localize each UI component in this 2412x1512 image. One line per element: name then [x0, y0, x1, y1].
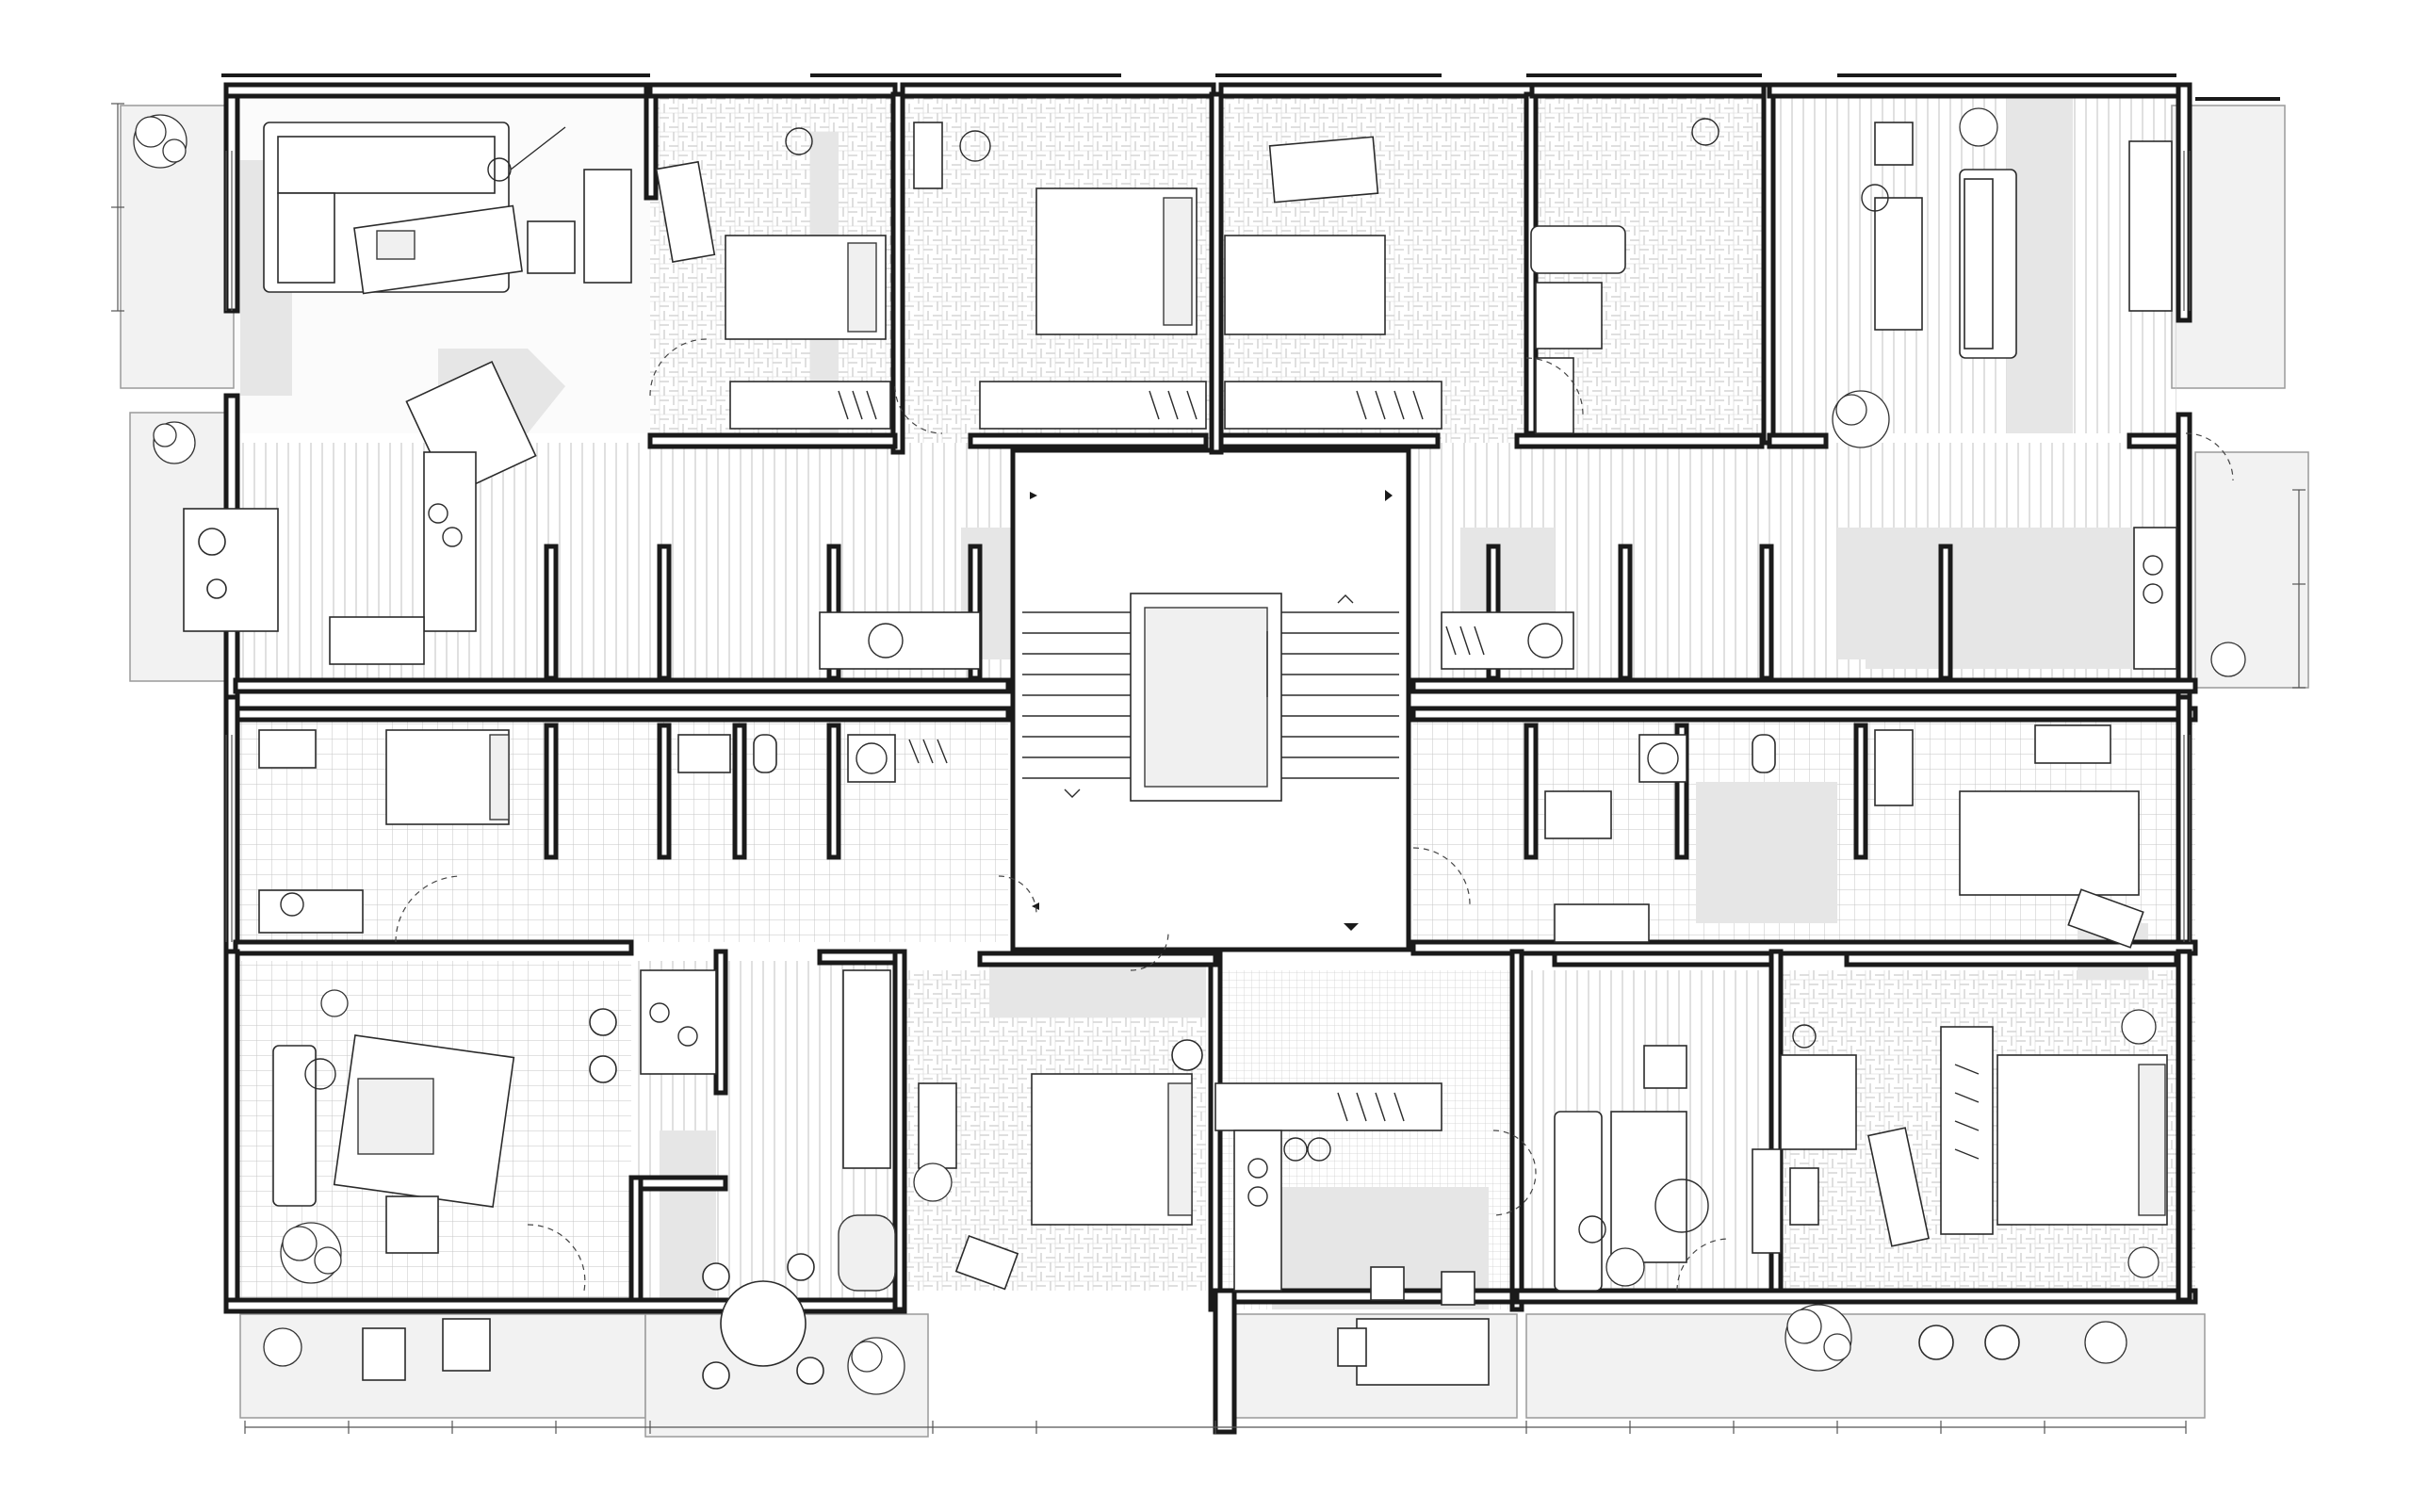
stair-core — [1010, 447, 1411, 952]
dimension-ticks — [111, 103, 2306, 1434]
table-icon — [1356, 1318, 1490, 1386]
wardrobe-icon — [1954, 1064, 1980, 1160]
kitchen-counter-icon — [1214, 1082, 1442, 1131]
wardrobe-icon — [908, 739, 948, 764]
plant-icon — [263, 1327, 302, 1367]
toilet-icon — [1752, 734, 1776, 773]
plant-icon — [2121, 1009, 2157, 1045]
kitchen-bottom-center — [1214, 1082, 1490, 1386]
bedroom-bottom — [913, 1039, 1203, 1291]
plant-icon — [1959, 107, 1998, 147]
bed-icon — [1959, 790, 2140, 896]
middle-left-rooms — [258, 729, 948, 934]
plant-icon — [2127, 1246, 2159, 1278]
plant-icon — [1785, 1304, 1852, 1372]
sofa-icon — [272, 1045, 317, 1207]
plant-icon — [320, 989, 349, 1017]
living-room-bottom-center — [1554, 1045, 1782, 1292]
bedroom-bottom-right — [1780, 1009, 2168, 1372]
sofa-icon — [1554, 1111, 1603, 1292]
wardrobe-icon — [1356, 390, 1424, 420]
bedrooms-top — [655, 118, 1719, 434]
sofa-icon — [1959, 169, 2017, 359]
bed-icon — [725, 235, 887, 340]
balcony-right-middle — [2194, 451, 2309, 689]
plant-icon — [847, 1337, 905, 1395]
kitchen-counter-icon — [640, 969, 717, 1075]
plant-icon — [1832, 390, 1890, 448]
plant-icon — [133, 114, 187, 169]
living-room-top-right — [1832, 107, 2246, 677]
wardrobe-icon — [1445, 626, 1485, 656]
plant-icon — [153, 421, 196, 464]
toilet-icon — [753, 734, 777, 773]
wardrobe-icon — [1149, 390, 1198, 420]
bathtub-icon — [1530, 225, 1626, 350]
wardrobe-icon — [838, 390, 877, 420]
kitchen-counter-icon — [423, 451, 477, 632]
table-icon — [1874, 197, 1923, 331]
table-icon — [353, 204, 523, 295]
walls — [221, 73, 2280, 1435]
kitchen-counter-icon — [2133, 527, 2177, 670]
table-icon — [720, 1280, 807, 1367]
living-room-bottom-left — [263, 969, 891, 1381]
plant-icon — [2084, 1321, 2127, 1364]
table-icon — [1610, 1111, 1687, 1263]
living-room-top-left — [133, 114, 632, 464]
bed-icon — [1035, 187, 1198, 335]
plant-icon — [1605, 1247, 1645, 1287]
balcony-dining — [702, 1214, 905, 1395]
bed-icon — [1224, 235, 1386, 335]
wardrobe-icon — [1337, 1092, 1405, 1122]
windows — [225, 151, 2191, 942]
door-arc-icon — [395, 338, 2234, 1292]
chair-icon — [527, 220, 576, 274]
bed-icon — [1996, 1054, 2168, 1226]
plant-icon — [280, 1222, 342, 1284]
bed-icon — [1031, 1073, 1193, 1226]
bed-icon — [385, 729, 510, 825]
dining-left — [183, 360, 981, 670]
middle-right-rooms — [1441, 527, 2177, 949]
plant-icon — [913, 1162, 953, 1202]
plant-icon — [2210, 642, 2246, 677]
